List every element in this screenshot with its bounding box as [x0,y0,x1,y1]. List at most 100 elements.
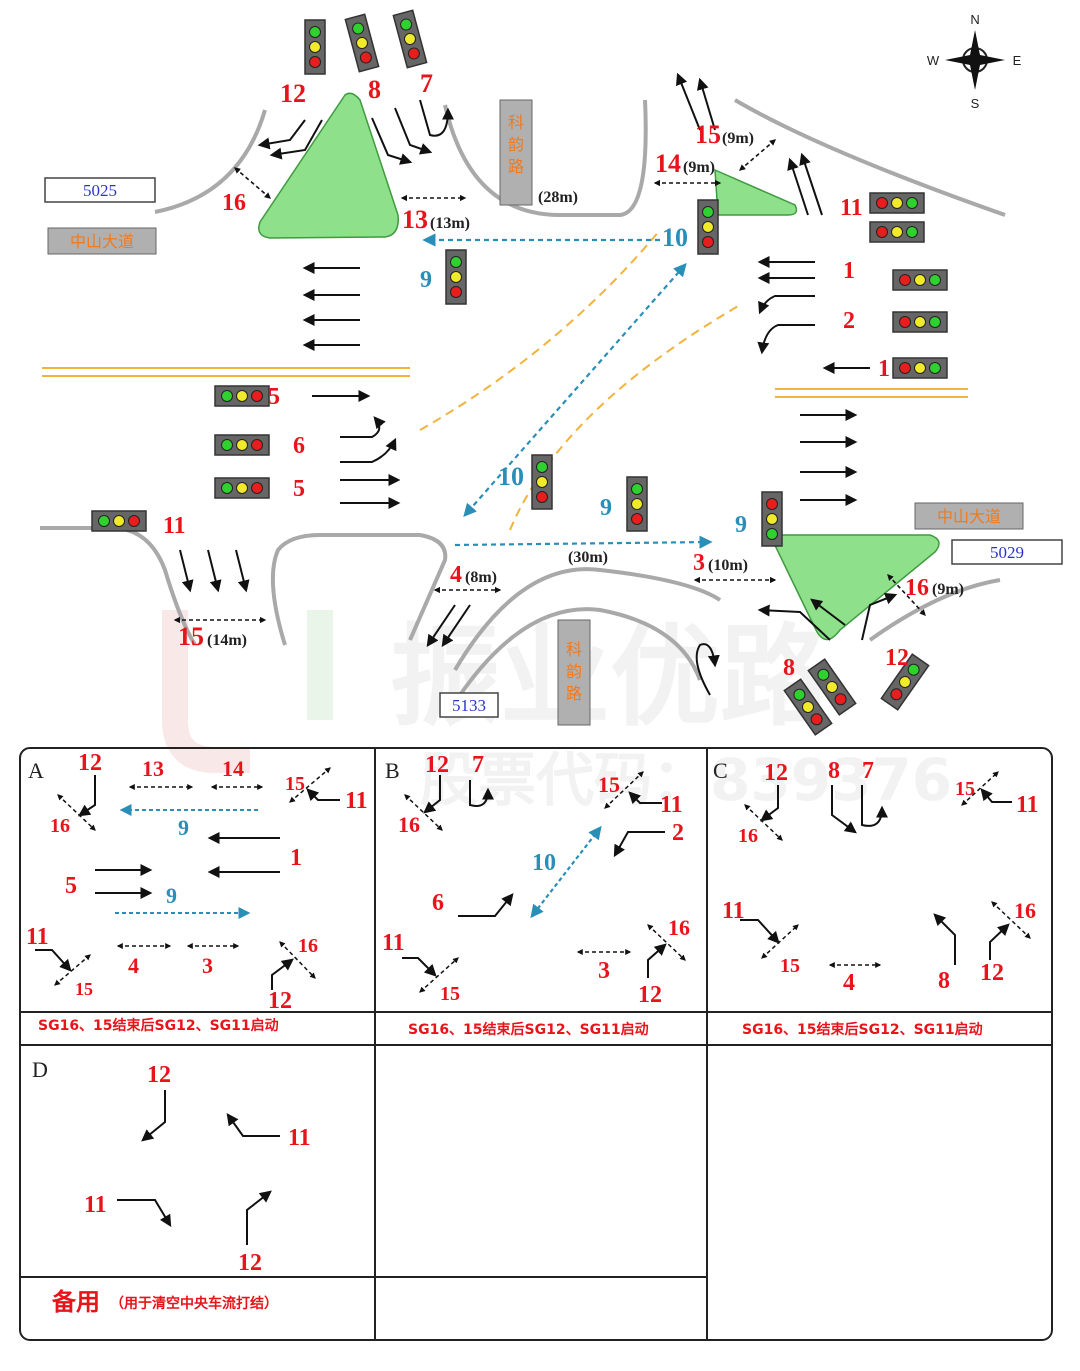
svg-text:11: 11 [660,792,683,818]
svg-text:(8m): (8m) [465,569,497,586]
phase-d-note-main: 备用 [51,1288,100,1316]
id-west: 5025 [83,181,117,200]
svg-text:12: 12 [885,645,909,671]
svg-text:5: 5 [65,873,77,899]
signal-icon [304,19,326,75]
svg-text:16: 16 [738,825,758,847]
svg-text:14: 14 [222,756,244,781]
svg-text:3: 3 [693,550,705,576]
signal-icon [392,9,428,69]
svg-text:11: 11 [288,1125,311,1151]
svg-text:9: 9 [166,883,177,908]
signal-group-labels: 12 8 7 16 13 (13m) 9 (28m) 15 (9m) 14 (9… [163,69,964,681]
svg-text:2: 2 [672,820,684,846]
svg-text:S: S [971,96,980,111]
svg-text:15: 15 [695,120,721,149]
island-northwest [258,92,399,239]
svg-text:(14m): (14m) [207,632,247,649]
svg-text:(13m): (13m) [430,215,470,232]
signal-icon [344,13,380,73]
svg-text:12: 12 [268,988,292,1014]
svg-text:16: 16 [398,812,420,837]
svg-text:16: 16 [50,815,70,837]
svg-text:(30m): (30m) [568,549,608,566]
street-keyun-north: 科韵路 [508,113,524,176]
svg-text:3: 3 [202,953,213,978]
svg-text:12: 12 [425,752,449,778]
svg-text:7: 7 [862,758,874,784]
svg-text:5: 5 [268,384,280,410]
svg-text:11: 11 [840,195,863,221]
svg-text:16: 16 [905,575,929,601]
phase-d-note-sub: （用于清空中央车流打结） [110,1295,278,1312]
signal-icon [214,385,270,407]
signal-icon [214,434,270,456]
svg-text:12: 12 [147,1062,171,1088]
svg-text:10: 10 [498,462,524,491]
svg-text:11: 11 [345,788,368,814]
svg-text:9: 9 [420,267,432,293]
svg-text:10: 10 [532,850,556,876]
island-northeast [714,168,798,216]
signal-icon [761,491,783,547]
svg-text:15: 15 [285,773,305,795]
svg-text:11: 11 [163,513,186,539]
svg-text:15: 15 [440,983,460,1005]
signal-icon [214,477,270,499]
svg-text:11: 11 [84,1192,107,1218]
svg-text:14: 14 [655,149,681,178]
svg-text:(9m): (9m) [932,581,964,598]
svg-text:(9m): (9m) [722,130,754,147]
svg-text:12: 12 [764,760,788,786]
svg-text:12: 12 [78,750,102,776]
svg-text:11: 11 [1016,792,1039,818]
svg-text:15: 15 [178,622,204,651]
svg-text:15: 15 [780,955,800,977]
blue-crossings [422,233,713,549]
svg-text:5: 5 [293,476,305,502]
svg-text:3: 3 [598,958,610,984]
street-labels: 中山大道 中山大道 科韵路 科韵路 [47,99,1024,726]
svg-text:9: 9 [600,495,612,521]
phase-d: D 12 11 11 12 备用 （用于清空中央车流打结） [32,1057,311,1316]
svg-text:8: 8 [368,75,381,104]
svg-text:2: 2 [843,308,855,334]
phase-b-note: SG16、15结束后SG12、SG11启动 [408,1021,649,1038]
svg-text:8: 8 [828,758,840,784]
signal-icon [91,510,147,532]
id-south: 5133 [452,696,486,715]
svg-text:12: 12 [238,1250,262,1276]
phase-c-note: SG16、15结束后SG12、SG11启动 [742,1021,983,1038]
svg-text:(28m): (28m) [538,189,578,206]
svg-text:6: 6 [293,433,305,459]
svg-text:1: 1 [878,356,890,382]
id-east: 5029 [990,543,1024,562]
svg-text:16: 16 [298,935,318,957]
signal-icon [869,192,925,214]
svg-text:8: 8 [938,968,950,994]
svg-text:11: 11 [722,898,745,924]
phase-table [19,747,1053,1341]
svg-text:11: 11 [26,924,49,950]
guide-lines [419,229,741,531]
phase-c: C 12 8 7 15 11 16 11 15 4 8 16 12 SG16、1… [713,758,1039,1038]
svg-text:9: 9 [178,815,189,840]
svg-text:(9m): (9m) [683,159,715,176]
phase-a: A 12 13 14 15 11 16 [26,750,368,1034]
svg-text:15: 15 [75,979,93,999]
svg-text:7: 7 [472,752,484,778]
svg-text:B: B [385,758,400,783]
signal-icon [626,476,648,532]
pedestrian-crossings [173,139,926,624]
signal-icon [892,357,948,379]
svg-text:N: N [970,12,979,27]
svg-text:8: 8 [783,655,795,681]
street-zhongshan-east: 中山大道 [937,507,1001,526]
signal-icon [445,249,467,305]
svg-text:15: 15 [598,772,620,797]
signal-icon [531,454,553,510]
svg-text:W: W [927,53,940,68]
svg-text:12: 12 [980,960,1004,986]
svg-text:12: 12 [638,982,662,1008]
